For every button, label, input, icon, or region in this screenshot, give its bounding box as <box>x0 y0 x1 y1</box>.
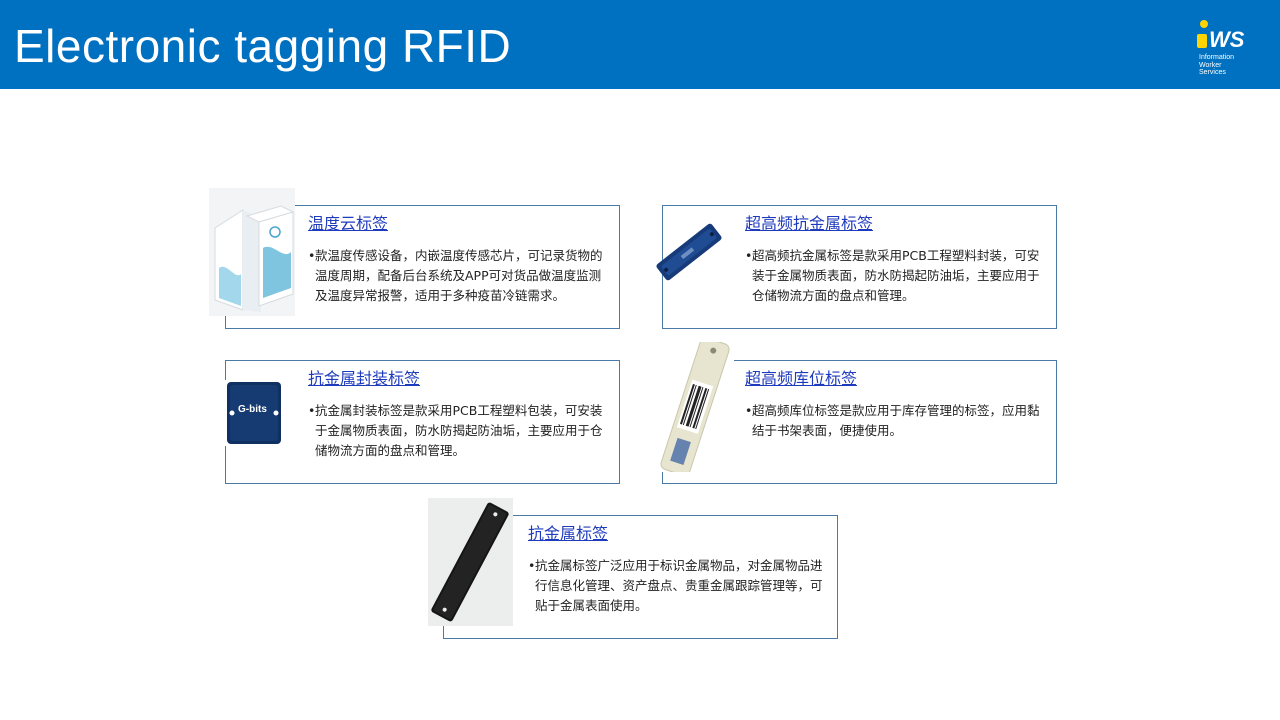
card-title-link[interactable]: 抗金属标签 <box>528 524 609 543</box>
card-text: 抗金属标签广泛应用于标识金属物品，对金属物品进行信息化管理、资产盘点、贵重金属跟… <box>535 558 823 613</box>
logo-i-bar <box>1197 34 1207 48</box>
card-title-link[interactable]: 抗金属封装标签 <box>308 369 421 388</box>
card-description: • 抗金属标签广泛应用于标识金属物品，对金属物品进行信息化管理、资产盘点、贵重金… <box>528 556 832 616</box>
logo-sub-line: Worker <box>1199 61 1222 69</box>
card-description: • 超高频抗金属标签是款采用PCB工程塑料封装，可安装于金属物质表面，防水防揭起… <box>745 246 1045 306</box>
blue-tag-image <box>656 223 722 281</box>
card-description: • 抗金属封装标签是款采用PCB工程塑料包装，可安装于金属物质表面，防水防揭起防… <box>308 401 608 461</box>
card-description: • 超高频库位标签是款应用于库存管理的标签，应用黏结于书架表面，便捷使用。 <box>745 401 1045 441</box>
card-title-link[interactable]: 超高频库位标签 <box>745 369 858 388</box>
card-title-link[interactable]: 温度云标签 <box>308 214 389 233</box>
bullet: • <box>308 403 316 418</box>
card-text: 超高频库位标签是款应用于库存管理的标签，应用黏结于书架表面，便捷使用。 <box>752 403 1040 438</box>
black-tag-image <box>428 498 513 626</box>
header-bar: Electronic tagging RFID WS Information W… <box>0 0 1280 89</box>
iws-logo: WS Information Worker Services <box>1197 20 1261 78</box>
logo-subtitle: Information Worker Services <box>1199 54 1234 77</box>
logo-wordmark: WS <box>1209 27 1245 52</box>
barcode-tag-image <box>658 342 734 472</box>
card-antimetal-package-tag: 抗金属封装标签 • 抗金属封装标签是款采用PCB工程塑料包装，可安装于金属物质表… <box>225 360 620 484</box>
logo-sub-line: Information <box>1199 54 1235 61</box>
card-text: 超高频抗金属标签是款采用PCB工程塑料封装，可安装于金属物质表面，防水防揭起防油… <box>752 248 1040 303</box>
gbits-label: G-bits <box>238 404 267 415</box>
logo-dot-icon <box>1200 20 1208 28</box>
bullet: • <box>745 248 753 263</box>
card-text: 抗金属封装标签是款采用PCB工程塑料包装，可安装于金属物质表面，防水防揭起防油垢… <box>315 403 603 458</box>
logo-sub-line: Services <box>1199 69 1226 76</box>
bullet: • <box>308 248 316 263</box>
card-title-link[interactable]: 超高频抗金属标签 <box>745 214 874 233</box>
card-uhf-antimetal-tag: 超高频抗金属标签 • 超高频抗金属标签是款采用PCB工程塑料封装，可安装于金属物… <box>662 205 1057 329</box>
bullet: • <box>528 558 536 573</box>
card-text: 款温度传感设备，内嵌温度传感芯片，可记录货物的温度周期，配备后台系统及APP可对… <box>315 248 603 303</box>
bullet: • <box>745 403 753 418</box>
gbits-tag-image: G-bits <box>224 380 282 446</box>
box-package-image <box>209 188 295 316</box>
page-title: Electronic tagging RFID <box>14 20 512 72</box>
card-description: • 款温度传感设备，内嵌温度传感芯片，可记录货物的温度周期，配备后台系统及APP… <box>308 246 608 306</box>
